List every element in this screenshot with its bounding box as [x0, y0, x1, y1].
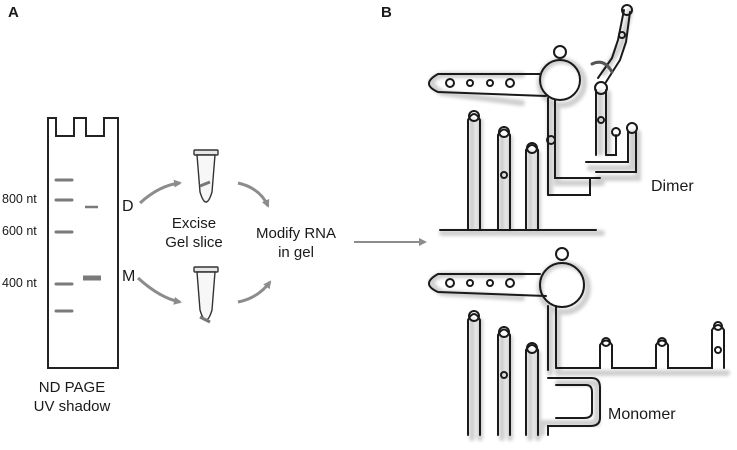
band-label-m: M [122, 268, 136, 285]
monomer-label: Monomer [608, 406, 676, 423]
tube-icon-bottom [193, 266, 219, 324]
tube-icon-top [193, 149, 219, 203]
gel-outline [47, 117, 119, 369]
step-excise: Excise Gel slice [154, 214, 234, 252]
dimer-label: Dimer [651, 178, 694, 195]
monomer-structure [428, 247, 730, 441]
step-excise-line2: Gel slice [165, 234, 223, 251]
ladder-bands [54, 178, 74, 313]
gel-caption-line1: ND PAGE [38, 379, 106, 396]
marker-800: 800 nt [2, 192, 37, 206]
marker-400: 400 nt [2, 276, 37, 290]
panel-letter-b: B [381, 4, 392, 21]
step-modify: Modify RNA in gel [236, 224, 356, 262]
step-modify-line2: in gel [278, 244, 314, 261]
gel-caption: ND PAGE UV shadow [24, 378, 120, 416]
dimer-structure [428, 4, 641, 236]
arrow-d-to-tube [138, 179, 182, 205]
gel-caption-line2: UV shadow [33, 398, 111, 415]
marker-600: 600 nt [2, 224, 37, 238]
arrow-tube-bottom-out [237, 280, 272, 304]
step-modify-line1: Modify RNA [255, 225, 337, 242]
panel-letter-a: A [8, 4, 19, 21]
step-excise-line1: Excise [171, 215, 217, 232]
arrow-tube-top-out [237, 181, 270, 208]
band-label-d: D [122, 198, 134, 215]
arrow-m-to-tube [136, 276, 182, 305]
